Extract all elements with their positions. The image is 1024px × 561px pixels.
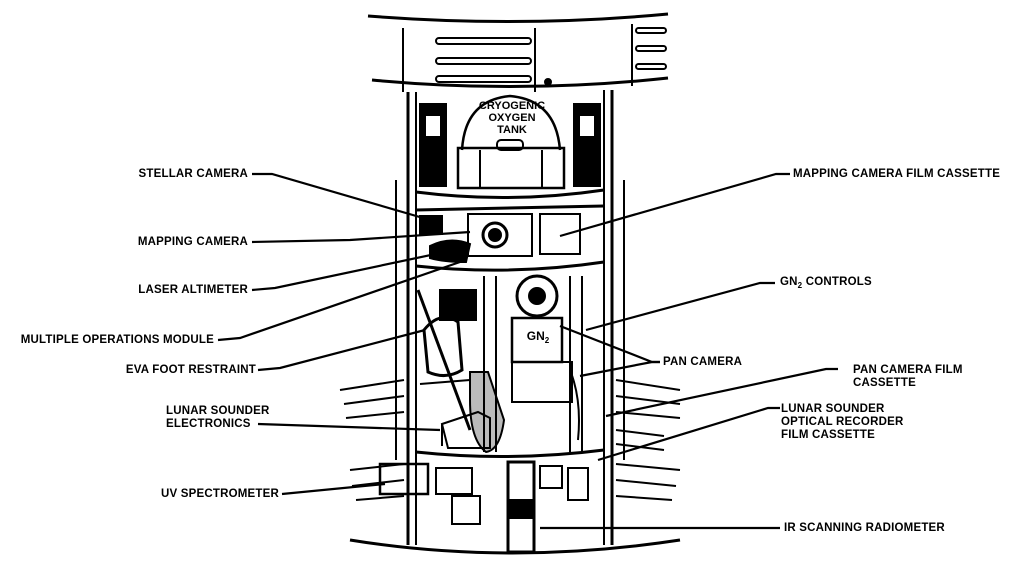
label-text: ELECTRONICS [166, 418, 251, 430]
upper-shroud [367, 12, 669, 92]
label-text: CONTROLS [802, 276, 872, 288]
leader-stellar-camera [252, 172, 431, 222]
tank-label-line: CRYOGENIC [478, 100, 546, 112]
side-shroud-lines [339, 379, 681, 501]
label-lunar-sounder-optical-recorder-film-cassette: LUNAR SOUNDER OPTICAL RECORDER FILM CASS… [781, 403, 903, 442]
leader-mapping-camera [251, 230, 471, 244]
lower-deck [349, 448, 681, 555]
leader-laser-altimeter [251, 250, 446, 292]
camera-deck [415, 204, 605, 272]
label-uv-spectrometer: UV SPECTROMETER [161, 488, 279, 501]
leader-pan-camera-2 [579, 360, 660, 378]
label-text: IR SCANNING RADIOMETER [784, 522, 945, 534]
label-pan-camera-film-cassette: PAN CAMERA FILM CASSETTE [853, 364, 963, 390]
label-text: UV SPECTROMETER [160, 488, 279, 500]
gn2-tag-base: GN [526, 329, 545, 343]
label-text: CASSETTE [853, 377, 916, 389]
leader-uv-spectrometer [281, 482, 386, 496]
label-gn2-controls: GN2 CONTROLS [780, 276, 872, 292]
label-text: STELLAR CAMERA [138, 168, 248, 180]
label-lunar-sounder-electronics: LUNAR SOUNDER ELECTRONICS [166, 405, 270, 431]
label-eva-foot-restraint: EVA FOOT RESTRAINT [126, 364, 256, 377]
cryogenic-oxygen-tank [415, 94, 605, 200]
leader-mapping-camera-film-cassette [559, 172, 790, 238]
pan-camera-assembly [469, 274, 583, 454]
label-text: EVA FOOT RESTRAINT [125, 364, 256, 376]
leader-lunar-sounder-electronics [257, 422, 441, 432]
label-text: PAN CAMERA FILM [853, 364, 963, 376]
label-text: LUNAR SOUNDER [781, 403, 885, 415]
label-ir-scanning-radiometer: IR SCANNING RADIOMETER [784, 522, 945, 535]
leader-multiple-operations-module [217, 260, 461, 342]
label-text: MAPPING CAMERA [137, 236, 248, 248]
leader-pan-camera-film-cassette [605, 367, 838, 418]
label-stellar-camera: STELLAR CAMERA [139, 168, 249, 181]
label-text: GN [780, 276, 798, 288]
tank-label-line: TANK [497, 124, 527, 136]
label-text: LASER ALTIMETER [138, 284, 248, 296]
label-text: MAPPING CAMERA FILM CASSETTE [793, 168, 1001, 180]
gn2-tag-sub: 2 [544, 336, 550, 345]
gn2-tag: GN2 [518, 330, 558, 347]
lunar-sounder-electronics-box [440, 410, 491, 449]
leader-eva-foot-restraint [257, 328, 426, 372]
tank-label-line: OXYGEN [488, 112, 536, 124]
label-subscript: 2 [797, 281, 803, 290]
multiple-operations-module [416, 289, 477, 431]
label-text: LUNAR SOUNDER [166, 405, 270, 417]
label-pan-camera: PAN CAMERA [663, 356, 742, 369]
label-mapping-camera: MAPPING CAMERA [138, 236, 248, 249]
leader-lunar-sounder-optical-recorder [597, 406, 780, 462]
label-text: MULTIPLE OPERATIONS MODULE [20, 334, 214, 346]
leader-gn2-controls [585, 281, 775, 332]
label-text: OPTICAL RECORDER [781, 416, 904, 428]
label-mapping-camera-film-cassette: MAPPING CAMERA FILM CASSETTE [793, 168, 1000, 181]
leader-pan-camera-1 [559, 324, 660, 364]
label-laser-altimeter: LASER ALTIMETER [138, 284, 248, 297]
label-text: FILM CASSETTE [781, 429, 875, 441]
label-multiple-operations-module: MULTIPLE OPERATIONS MODULE [21, 334, 214, 347]
leader-lines [217, 172, 838, 530]
label-text: PAN CAMERA [663, 356, 743, 368]
tank-label: CRYOGENIC OXYGEN TANK [470, 100, 554, 136]
